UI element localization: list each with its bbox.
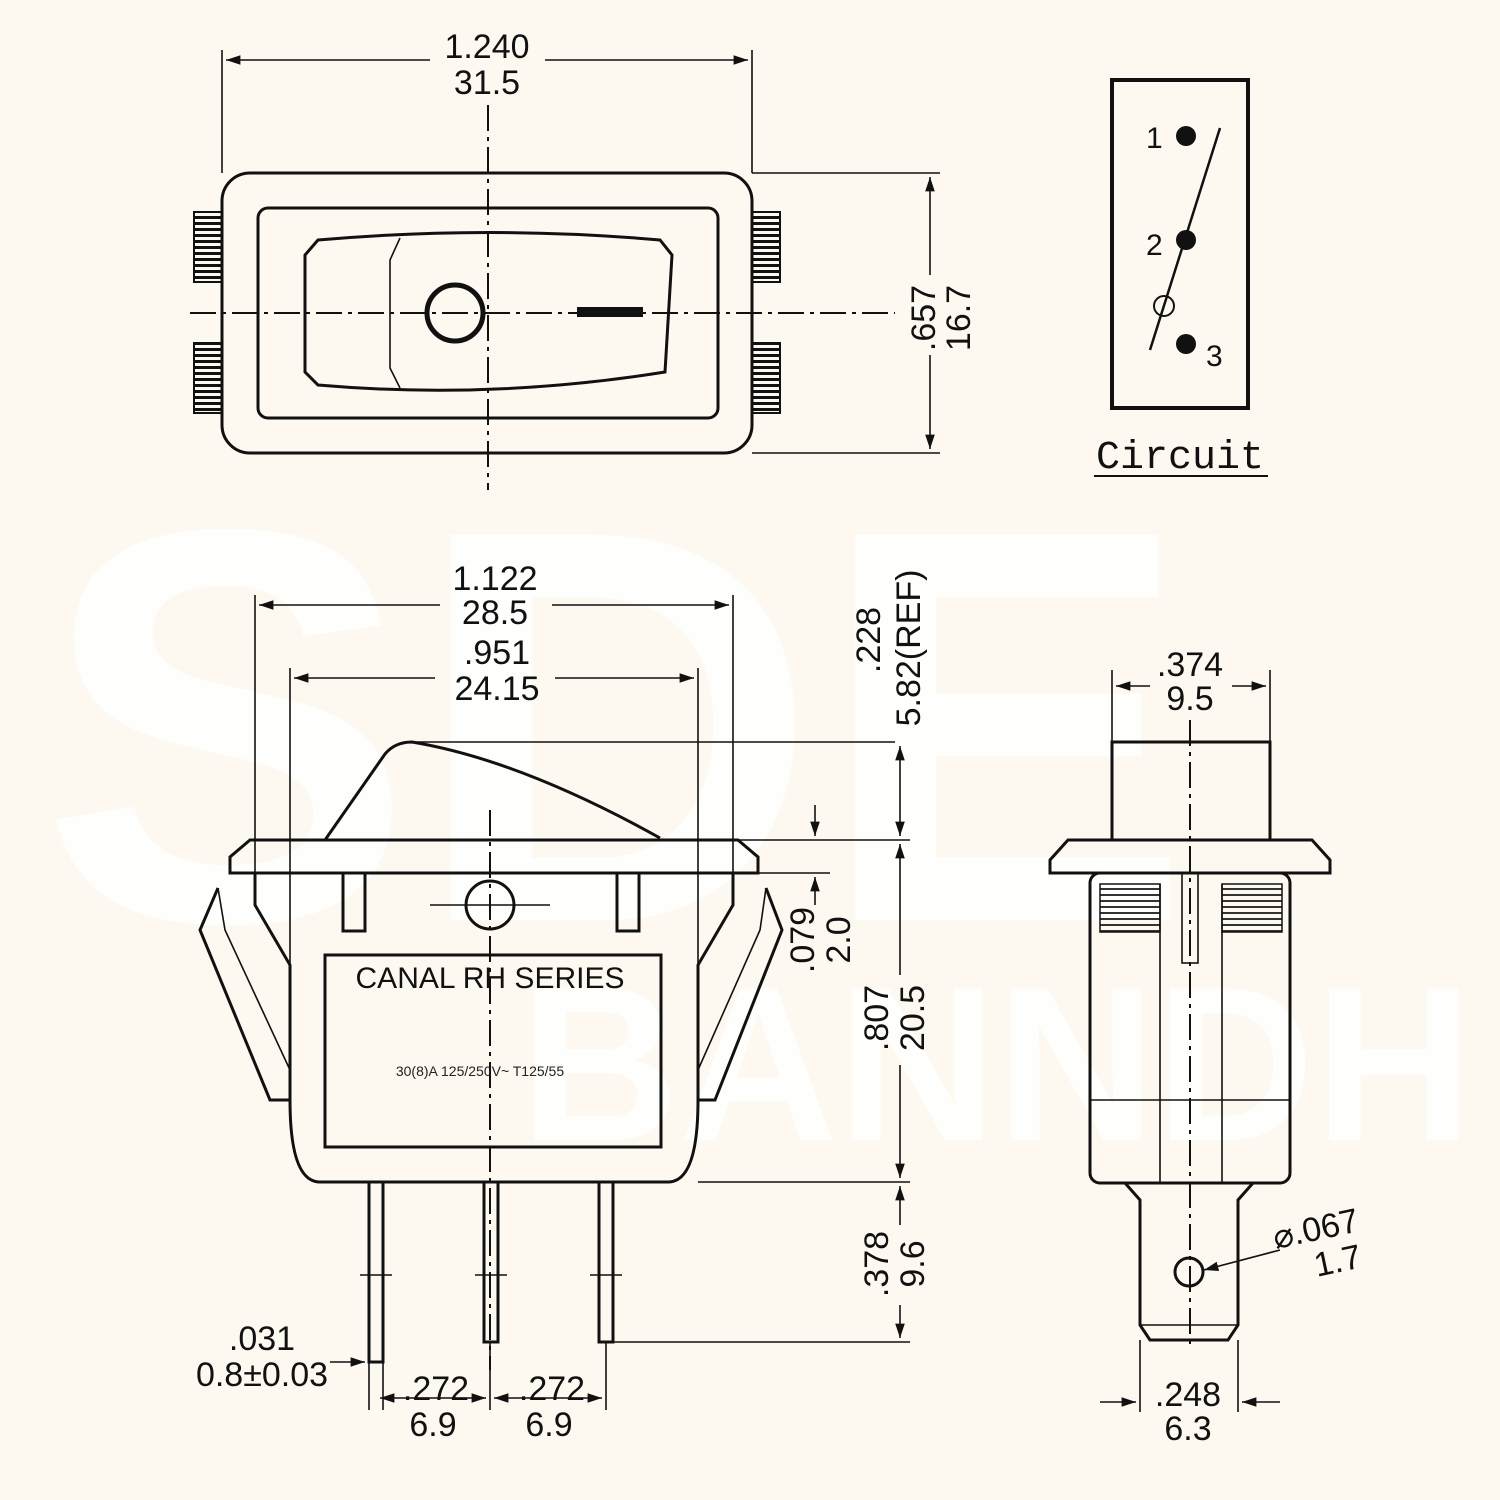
side-flange — [1048, 838, 1332, 875]
front-outer-in: 1.122 — [452, 560, 537, 598]
spring-clip-left — [198, 887, 290, 1102]
rocker-height-mm: 5.82(REF) — [890, 570, 928, 727]
pin-thk-in: .031 — [229, 1320, 295, 1358]
body-height-mm: 20.5 — [894, 985, 932, 1051]
pin-1 — [367, 1180, 385, 1364]
pitch-2-mm: 6.9 — [525, 1406, 572, 1444]
pitch-1-in: .272 — [403, 1370, 469, 1408]
side-view: .374 9.5 ⌀.067 1.7 .248 6.3 — [1048, 646, 1365, 1448]
pin-1-dot — [1176, 126, 1196, 146]
rocker-profile — [323, 740, 661, 841]
clip-right-top — [751, 211, 781, 283]
front-inner-in: .951 — [464, 634, 530, 672]
pin-length-mm: 9.6 — [894, 1240, 932, 1287]
pitch-2-in: .272 — [519, 1370, 585, 1408]
pin-2 — [482, 1180, 500, 1344]
switch-contact — [1148, 127, 1222, 351]
circuit-title: Circuit — [1096, 436, 1264, 481]
pin-3 — [597, 1180, 615, 1344]
clip-left-bottom — [193, 342, 223, 414]
pin-3-label: 3 — [1206, 340, 1223, 373]
spring-clip-right — [698, 887, 784, 1102]
top-width-in: 1.240 — [444, 28, 529, 66]
side-top-in: .374 — [1157, 646, 1223, 684]
clip-left-top — [193, 211, 223, 283]
circuit-box — [1110, 78, 1250, 410]
pin-length-in: .378 — [858, 1231, 896, 1297]
pin-2-dot — [1176, 230, 1196, 250]
top-height-in: .657 — [905, 285, 943, 351]
label-rating: 30(8)A 125/250V~ T125/55 — [396, 1063, 564, 1079]
rating-label-box — [323, 953, 663, 1149]
pin-width-mm: 6.3 — [1164, 1410, 1211, 1448]
pin-3-dot — [1176, 334, 1196, 354]
pin-1-label: 1 — [1146, 122, 1163, 155]
pitch-1-mm: 6.9 — [409, 1406, 456, 1444]
front-inner-mm: 24.15 — [454, 670, 539, 708]
flange-thk-mm: 2.0 — [820, 916, 858, 963]
watermark-logo: SDE — [40, 413, 1191, 1039]
front-view: CANAL RH SERIES 30(8)A 125/250V~ T125/55… — [196, 560, 932, 1444]
pivot-icon — [1153, 295, 1175, 317]
window-left — [341, 871, 367, 933]
top-width-mm: 31.5 — [454, 64, 520, 102]
flange-thk-in: .079 — [784, 907, 822, 973]
top-height-mm: 16.7 — [940, 285, 978, 351]
pin-2-label: 2 — [1146, 229, 1163, 262]
rocker-height-in: .228 — [850, 607, 888, 673]
pin-width-in: .248 — [1155, 1376, 1221, 1414]
side-top-mm: 9.5 — [1166, 680, 1213, 718]
pin-thk-mm: 0.8±0.03 — [196, 1356, 328, 1394]
top-view: 1.240 31.5 .657 16.7 — [190, 28, 978, 490]
side-ribs-left — [1099, 883, 1161, 933]
watermark-subtitle: BANNDH — [520, 941, 1473, 1187]
indicator-circle-icon — [424, 282, 486, 344]
clip-right-bottom — [751, 342, 781, 414]
rocker-top — [303, 231, 674, 392]
window-right — [615, 871, 641, 933]
body-height-in: .807 — [858, 985, 896, 1051]
circuit-diagram: 1 2 3 Circuit — [1094, 78, 1268, 481]
side-ribs-right — [1221, 883, 1283, 933]
front-outer-mm: 28.5 — [462, 594, 528, 632]
